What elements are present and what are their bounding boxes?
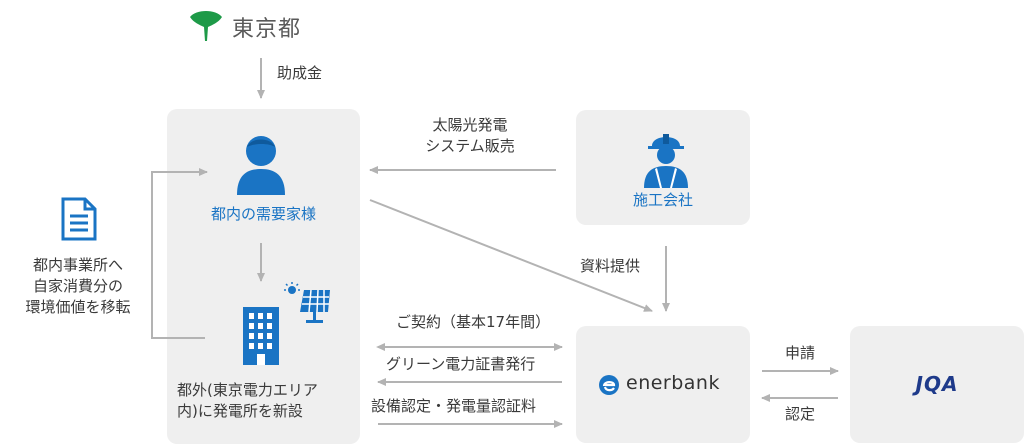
transfer-line1: 都内事業所へ <box>32 256 123 274</box>
solar-sales-line1: 太陽光発電 <box>432 116 508 134</box>
contract-label: ご契約（基本17年間） <box>396 313 551 331</box>
certify-label: 認定 <box>785 405 816 423</box>
materials-label: 資料提供 <box>580 257 641 275</box>
tokyo-ginkgo-icon <box>190 11 222 41</box>
building-icon <box>243 307 279 365</box>
enerbank-name: enerbank <box>626 372 720 394</box>
transfer-loop <box>151 168 208 339</box>
plant-line1: 都外(東京電力エリア <box>177 381 318 399</box>
customer-label: 都内の需要家様 <box>210 205 316 223</box>
tokyo-name: 東京都 <box>232 17 302 42</box>
facility-cert-label: 設備認定・発電量認証料 <box>371 397 537 415</box>
contractor-label: 施工会社 <box>632 191 693 209</box>
solar-sales-line2: システム販売 <box>425 137 515 155</box>
subsidy-label: 助成金 <box>277 64 323 82</box>
solar-sales-label: 太陽光発電 システム販売 <box>405 115 535 157</box>
person-icon <box>237 136 285 195</box>
document-icon <box>61 197 97 241</box>
jqa-box <box>850 326 1024 443</box>
green-cert-label: グリーン電力証書発行 <box>386 355 536 373</box>
solar-panel-icon <box>284 282 330 323</box>
enerbank-logo-icon <box>599 375 619 395</box>
transfer-label: 都内事業所へ 自家消費分の 環境価値を移転 <box>3 255 153 318</box>
jqa-logo: JQA <box>915 372 959 396</box>
apply-label: 申請 <box>785 344 816 362</box>
transfer-line2: 自家消費分の <box>32 277 123 295</box>
diagonal-arrow <box>369 199 653 312</box>
plant-label: 都外(東京電力エリア 内)に発電所を新設 <box>177 380 318 422</box>
plant-line2: 内)に発電所を新設 <box>177 402 303 420</box>
transfer-line3: 環境価値を移転 <box>25 298 131 316</box>
worker-icon <box>644 134 688 188</box>
